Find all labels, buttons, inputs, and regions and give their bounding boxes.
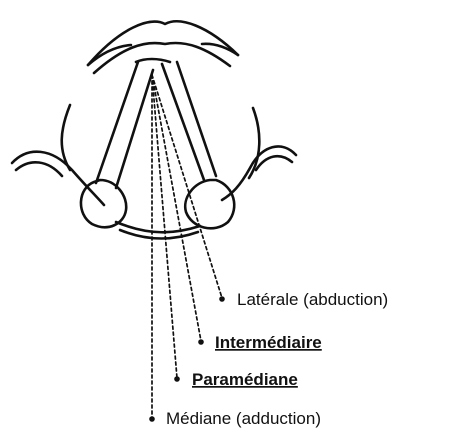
label-mediane: Médiane (adduction): [166, 409, 321, 428]
larynx-outline: [62, 105, 260, 178]
endpoint-intermediaire: [198, 339, 204, 345]
line-endpoints: [149, 296, 225, 422]
side-folds: [12, 146, 296, 205]
label-laterale: Latérale (abduction): [237, 290, 388, 309]
arytenoid-cartilages: [81, 180, 234, 239]
endpoint-laterale: [219, 296, 225, 302]
position-lines: [152, 75, 222, 418]
line-paramediane: [152, 75, 177, 378]
label-intermediaire: Intermédiaire: [215, 333, 322, 352]
endpoint-paramediane: [174, 376, 180, 382]
label-paramediane: Paramédiane: [192, 370, 298, 389]
endpoint-mediane: [149, 416, 155, 422]
